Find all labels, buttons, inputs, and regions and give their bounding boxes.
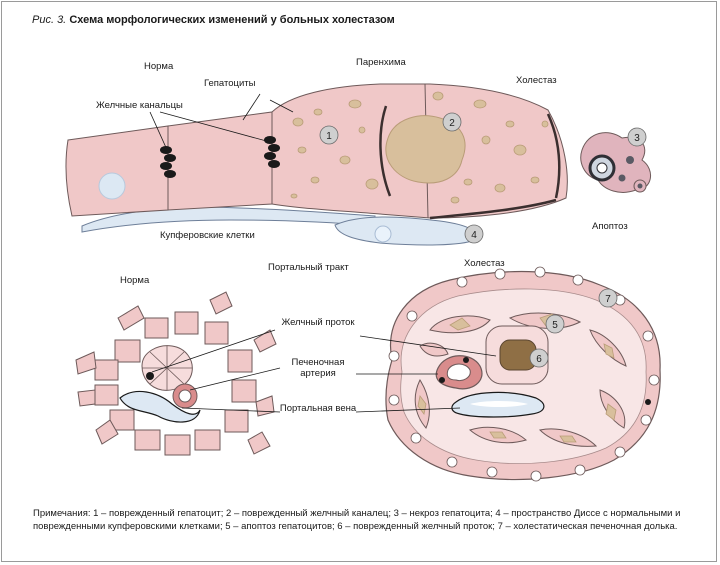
svg-text:6: 6 (536, 354, 542, 365)
bottom-leader-lines (151, 329, 497, 413)
figure-notes: Примечания: 1 – поврежденный гепатоцит; … (33, 508, 681, 532)
figure-label: Рис. 3. (32, 14, 67, 26)
marker-4: 4 (464, 224, 484, 244)
label-hepatocytes: Гепатоциты (204, 78, 256, 89)
label-bile-duct: Желчный проток (281, 317, 355, 328)
damaged-parenchyma (271, 83, 568, 220)
cholestatic-lobule (385, 266, 661, 482)
svg-text:1: 1 (326, 131, 332, 142)
marker-1: 1 (319, 125, 339, 145)
label-norma-bottom: Норма (120, 275, 150, 286)
label-cholestasis-top: Холестаз (516, 75, 557, 86)
label-cholestasis-bottom: Холестаз (464, 258, 505, 269)
label-bile-canaliculi: Желчные канальцы (96, 100, 183, 111)
apoptotic-cell (580, 132, 651, 193)
marker-3: 3 (627, 127, 647, 147)
svg-text:7: 7 (605, 294, 611, 305)
svg-text:3: 3 (634, 133, 640, 144)
space-of-disse (81, 206, 477, 246)
top-leader-lines (149, 93, 294, 153)
marker-6: 6 (529, 348, 549, 368)
figure-title-text: Схема морфологических изменений у больны… (69, 14, 395, 26)
normal-portal-tract (75, 291, 277, 456)
label-hepatic-artery: Печеночная артерия (291, 357, 345, 379)
svg-text:2: 2 (449, 118, 455, 129)
marker-7: 7 (598, 288, 618, 308)
figure-title: Рис. 3. Схема морфологических изменений … (32, 14, 395, 26)
label-portal-vein: Портальная вена (279, 403, 357, 414)
label-norma-top: Норма (144, 61, 174, 72)
label-apoptosis: Апоптоз (592, 221, 628, 232)
marker-5: 5 (545, 314, 565, 334)
label-parenchyma: Паренхима (356, 57, 406, 68)
label-kupffer-cells: Купферовские клетки (160, 230, 255, 241)
bile-canaliculus (160, 136, 280, 178)
label-portal-tract: Портальный тракт (268, 262, 349, 273)
svg-text:4: 4 (471, 230, 477, 241)
svg-text:5: 5 (552, 320, 558, 331)
marker-2: 2 (442, 112, 462, 132)
normal-hepatocytes (65, 111, 273, 217)
